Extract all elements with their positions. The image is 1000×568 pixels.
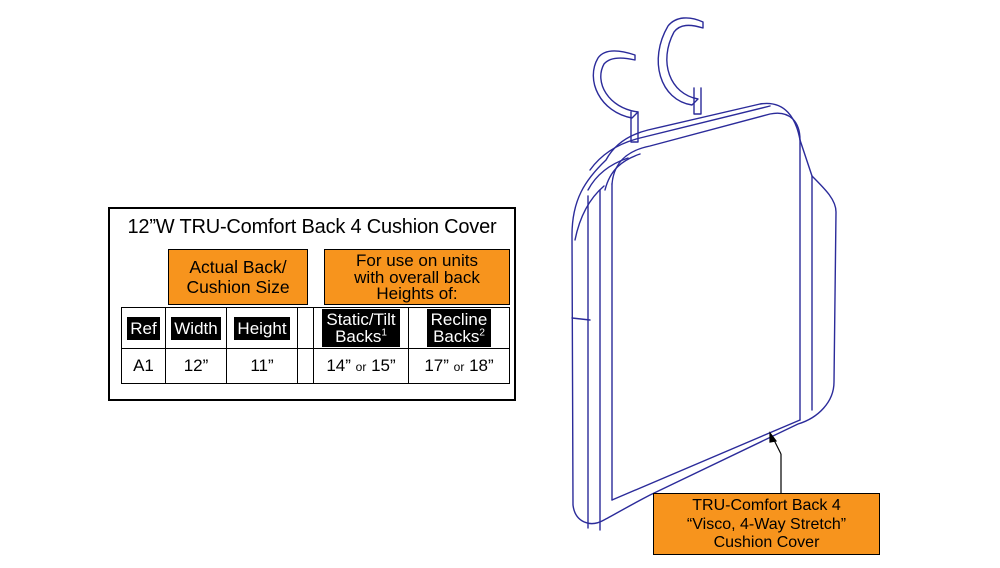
col-static-line1: Static/Tilt [326, 310, 396, 329]
header-recline-cell: Recline Backs2 [408, 307, 510, 349]
spec-table: 12”W TRU-Comfort Back 4 Cushion Cover Ac… [108, 207, 516, 401]
recline-or: or [453, 360, 465, 374]
header-height-cell: Height [226, 307, 298, 349]
col-width: Width [171, 316, 221, 340]
static-or: or [355, 360, 367, 374]
recline-value-b: 18” [469, 356, 494, 375]
cell-recline: 17” or 18” [408, 348, 510, 384]
left-strap [592, 50, 639, 119]
group-size-line2: Cushion Size [186, 277, 290, 297]
callout-line1: TRU-Comfort Back 4 [692, 497, 841, 514]
col-recline-line2: Backs [433, 327, 480, 346]
group-units-line3: Heights of: [376, 284, 458, 303]
callout-line3: Cushion Cover [713, 534, 820, 551]
cell-spacer [297, 348, 314, 384]
col-recline-line1: Recline [430, 310, 488, 329]
cell-ref: A1 [121, 348, 166, 384]
cushion-outline [571, 102, 837, 525]
recline-value-a: 17” [424, 356, 449, 375]
left-tab [630, 111, 639, 143]
column-header-row: Ref Width Height Static/Tilt Backs1 Recl… [121, 307, 510, 349]
header-static-cell: Static/Tilt Backs1 [313, 307, 409, 349]
right-strap [657, 17, 704, 106]
static-value-b: 15” [371, 356, 396, 375]
cell-height: 11” [226, 348, 298, 384]
col-recline: Recline Backs2 [426, 309, 492, 347]
group-header-back-heights: For use on units with overall back Heigh… [324, 249, 510, 305]
cell-width: 12” [165, 348, 227, 384]
group-header-cushion-size: Actual Back/ Cushion Size [168, 249, 308, 305]
table-row: A1 12” 11” 14” or 15” 17” or 18” [121, 348, 510, 384]
header-width-cell: Width [165, 307, 227, 349]
right-tab [693, 87, 702, 115]
header-ref-cell: Ref [121, 307, 166, 349]
col-ref: Ref [127, 316, 160, 340]
col-static-note: 1 [381, 327, 387, 339]
part-callout-label: TRU-Comfort Back 4 “Visco, 4-Way Stretch… [653, 493, 880, 555]
cell-static: 14” or 15” [313, 348, 409, 384]
col-static: Static/Tilt Backs1 [322, 309, 400, 347]
col-recline-note: 2 [479, 327, 485, 339]
col-static-line2: Backs [335, 327, 382, 346]
callout-line2: “Visco, 4-Way Stretch” [686, 515, 847, 533]
spacer-cell [297, 307, 314, 349]
static-value-a: 14” [326, 356, 351, 375]
spec-grid: Ref Width Height Static/Tilt Backs1 Recl… [121, 307, 510, 384]
group-units-line1: For use on units [356, 251, 478, 270]
group-size-line1: Actual Back/ [189, 257, 287, 277]
spec-table-title: 12”W TRU-Comfort Back 4 Cushion Cover [127, 216, 497, 238]
group-units-line2: with overall back [354, 267, 480, 287]
col-height: Height [234, 316, 290, 340]
